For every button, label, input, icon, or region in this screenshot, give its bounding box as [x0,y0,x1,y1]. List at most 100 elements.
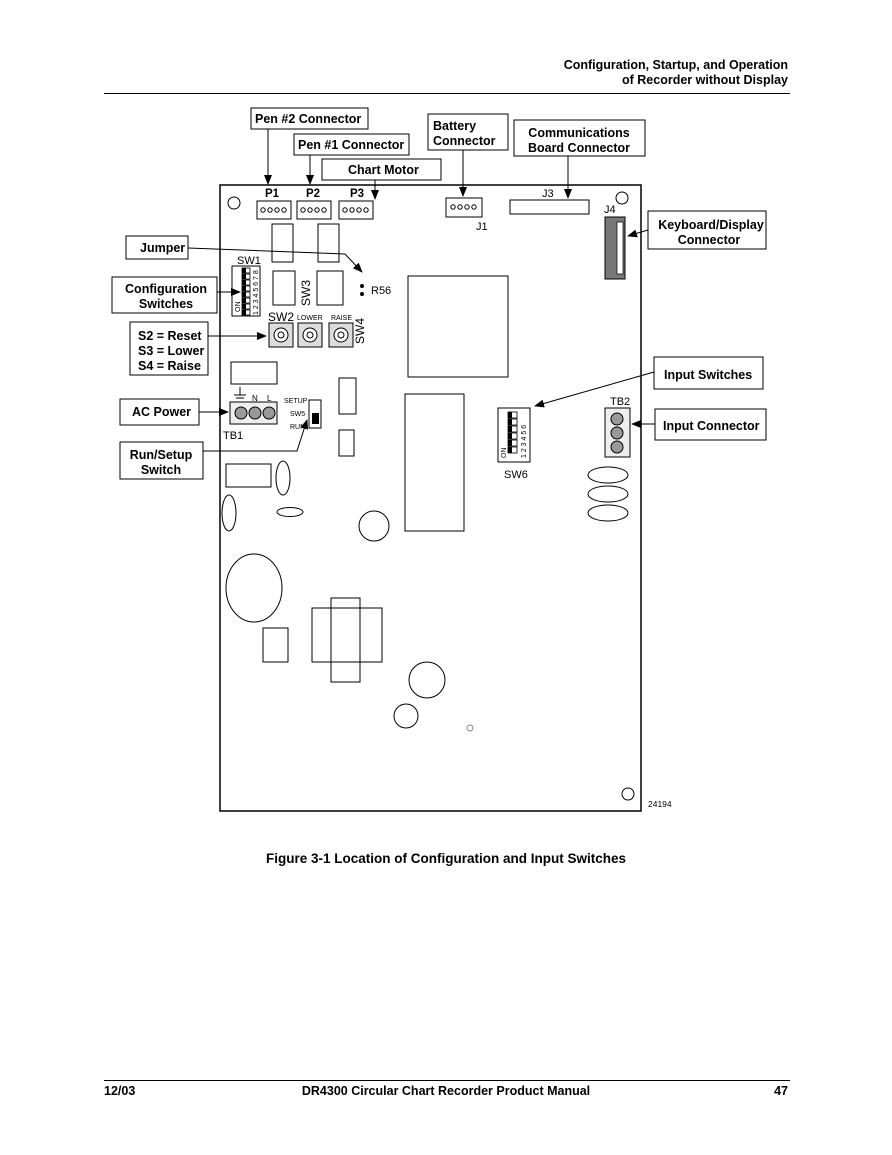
callout-pushbuttons [129,321,209,376]
callout-run-setup-text-2: Switch [141,463,181,477]
j1-connector [445,197,483,218]
callout-run-setup-text-1: Run/Setup [130,448,193,462]
callout-input-switches-text: Input Switches [664,368,752,382]
callout-jumper-text: Jumper [140,241,185,255]
r56-label: R56 [371,285,391,297]
sw1-dip-switch: SW1 ON 1 2 3 4 5 6 7 8 [231,255,261,317]
callout-s2-text: S2 = Reset [138,329,202,343]
component [276,507,304,517]
run-label: RUN [290,424,305,431]
component [230,361,278,385]
raise-label: RAISE [331,315,352,322]
component [317,223,340,263]
tb1-label: TB1 [223,430,243,442]
l-label: L [267,394,272,403]
callout-pen1-text: Pen #1 Connector [298,138,404,152]
lower-label: LOWER [297,315,323,322]
component [225,553,283,623]
callout-run-setup [119,441,204,480]
callout-comm-text-2: Board Connector [528,141,630,155]
component [225,463,272,488]
callout-pen2 [250,107,369,130]
header-line-2: of Recorder without Display [622,73,788,87]
callout-s4-text: S4 = Raise [138,359,201,373]
component [358,510,390,542]
callout-battery [427,113,509,151]
transformer [311,597,383,683]
sw1-label: SW1 [237,255,261,267]
footer-page-number: 47 [774,1084,788,1098]
mount-hole [621,787,635,801]
sw6-label: SW6 [504,469,528,481]
callout-keyboard-text-2: Connector [678,233,741,247]
j1-label: J1 [476,221,488,233]
callout-config-switches [111,276,218,314]
board-figure: P1 P2 P3 J1 J3 J4 SW1 [111,107,767,812]
mount-hole [615,191,629,205]
component [393,703,419,729]
callout-chart-motor [321,158,442,181]
running-header: Configuration, Startup, and Operation of… [564,58,788,88]
pushbuttons [268,322,354,348]
callout-jumper [125,235,189,260]
sw5-label: SW5 [290,411,305,418]
footer-rule [104,1080,790,1081]
figure-caption: Figure 3-1 Location of Configuration and… [266,851,626,866]
j4-label: J4 [604,204,616,216]
sw1-numbers: 1 2 3 4 5 6 7 8 [253,270,260,315]
sw3-label: SW3 [299,280,313,306]
component [272,270,296,306]
chip [407,275,509,378]
footer-date: 12/03 [104,1084,136,1098]
callout-keyboard-text-1: Keyboard/Display [658,218,764,232]
pen-connectors: P1 P2 P3 [256,188,374,220]
callout-battery-text-2: Connector [433,134,496,148]
sw4-label: SW4 [353,318,367,344]
p2-label: P2 [306,188,320,200]
p1-connector [256,200,292,220]
leader-lines [187,129,655,452]
j3-label: J3 [542,188,554,200]
callout-input-connector [654,408,767,441]
p3-connector [338,200,374,220]
n-label: N [252,394,258,403]
chip [404,393,465,532]
component [221,494,237,532]
j3-connector [509,199,590,215]
figure-number: 24194 [648,799,672,809]
capacitors [587,466,629,522]
component [262,627,289,663]
callout-config-text-2: Switches [139,297,193,311]
sw6-dip-switch: ON 1 2 3 4 5 6 SW6 [497,407,531,481]
setup-label: SETUP [284,398,308,405]
callout-battery-text-1: Battery [433,119,476,133]
callout-config-text-1: Configuration [125,282,207,296]
callout-ac-power [119,398,200,426]
test-point [466,724,474,732]
callout-s3-text: S3 = Lower [138,344,204,358]
callout-input-connector-text: Input Connector [663,419,760,433]
component [275,460,291,496]
header-rule [104,93,790,94]
callout-ac-power-text: AC Power [132,405,191,419]
component [338,429,355,457]
callout-comm-board [513,119,646,157]
component [338,377,357,415]
component [408,661,446,699]
sw6-on-label: ON [501,448,508,459]
callout-input-switches [653,356,764,390]
tb2-label: TB2 [610,396,630,408]
sw6-numbers: 1 2 3 4 5 6 [521,425,528,458]
component [316,270,344,306]
sw1-on-label: ON [235,302,242,313]
component [271,223,294,263]
mount-hole [227,196,241,210]
footer-title: DR4300 Circular Chart Recorder Product M… [301,1084,591,1098]
p2-connector [296,200,332,220]
callout-pen2-text: Pen #2 Connector [255,112,361,126]
callout-pen1 [293,133,410,156]
header-line-1: Configuration, Startup, and Operation [563,58,788,72]
callout-comm-text-1: Communications [528,126,629,140]
callout-chart-motor-text: Chart Motor [348,163,419,177]
sw2-label: SW2 [268,310,294,324]
